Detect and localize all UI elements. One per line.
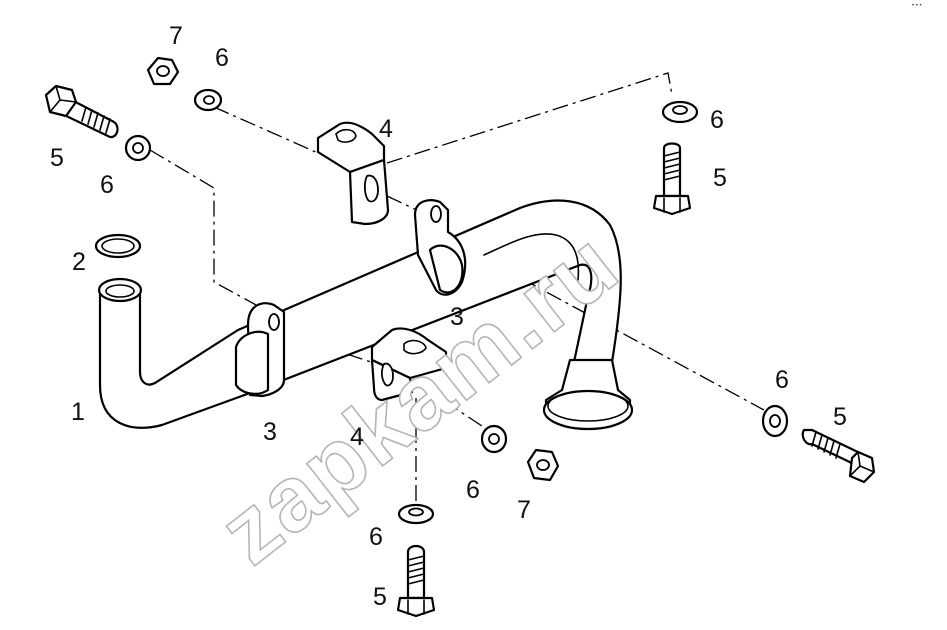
- callout-3: 3: [450, 303, 464, 331]
- nut-lower: [526, 448, 560, 482]
- washer-upper-right-hole: [672, 105, 688, 115]
- bolt-lower-right: [801, 428, 876, 484]
- bracket-lower-slot-top: [403, 339, 427, 355]
- sealing-ring: [94, 233, 142, 259]
- mounting-bracket-upper: [316, 121, 390, 226]
- bolt-lower-right-head-edge: [849, 451, 875, 477]
- washer-left: [124, 134, 152, 162]
- mounting-bracket-lower: [370, 327, 448, 402]
- washer-lower-right: [761, 404, 789, 438]
- callout-5: 5: [50, 144, 64, 172]
- corner-mark: • • •: [912, 3, 922, 9]
- callout-6: 6: [710, 106, 724, 134]
- callout-5: 5: [833, 403, 847, 431]
- callout-7: 7: [169, 22, 183, 50]
- nut-top: [146, 56, 180, 86]
- washer-lower-center: [480, 424, 508, 454]
- bolt-upper-right-shank: [662, 142, 682, 198]
- bracket-lower-slot-side: [380, 362, 394, 387]
- callout-1: 1: [71, 398, 85, 426]
- callout-5: 5: [373, 583, 387, 611]
- sealing-ring-inner: [101, 238, 135, 254]
- washer-top-hole: [203, 95, 215, 105]
- callout-6: 6: [466, 476, 480, 504]
- bolt-lower-right-thread: [811, 431, 841, 459]
- washer-upper-right: [661, 100, 699, 124]
- pickup-tube-body: [98, 199, 622, 429]
- bolt-upper-left-head-edge: [49, 85, 77, 113]
- washer-bottom-hole: [408, 507, 424, 517]
- centerline-lower-bracket: [419, 384, 489, 431]
- clamp-left-hole: [268, 313, 280, 331]
- callout-6: 6: [775, 366, 789, 394]
- oil-pickup-tube: [97, 199, 634, 431]
- nut-top-hole: [156, 65, 170, 77]
- bolt-upper-left: [44, 84, 119, 139]
- bolt-upper-right: [652, 142, 692, 216]
- nut-lower-hole: [536, 459, 550, 471]
- bolt-lower-center-thread: [407, 555, 425, 585]
- bolt-upper-right-head: [652, 194, 692, 216]
- bolt-lower-center-head-edge: [407, 599, 425, 615]
- callout-5: 5: [713, 164, 727, 192]
- pickup-tube-inlet-inner: [105, 284, 135, 298]
- bolt-lower-center-head: [396, 596, 436, 618]
- centerline-left-bolt: [149, 149, 259, 307]
- tube-clamp-right: [413, 199, 467, 296]
- bolt-upper-right-head-edge: [663, 197, 681, 213]
- callout-2: 2: [72, 248, 86, 276]
- bracket-upper-slot-top: [335, 128, 357, 143]
- bolt-lower-center: [396, 544, 436, 618]
- centerline-top-right: [386, 72, 673, 164]
- callout-6: 6: [215, 44, 229, 72]
- bolt-upper-left-thread: [81, 106, 111, 134]
- bolt-upper-right-thread: [663, 151, 681, 181]
- clamp-right-band: [428, 244, 464, 294]
- tube-clamp-left: [234, 302, 286, 398]
- clamp-left-band: [234, 330, 270, 395]
- callout-6: 6: [369, 523, 383, 551]
- callout-7: 7: [517, 496, 531, 524]
- bracket-upper-slot-side: [363, 174, 379, 203]
- clamp-right-hole: [430, 205, 442, 223]
- washer-bottom: [397, 503, 435, 525]
- pickup-strainer-base-rim: [547, 390, 629, 422]
- callout-4: 4: [350, 423, 364, 451]
- callout-3: 3: [263, 418, 277, 446]
- callout-4: 4: [379, 115, 393, 143]
- callout-6: 6: [100, 171, 114, 199]
- pickup-tube-bend-line: [483, 233, 580, 281]
- washer-left-hole: [132, 142, 144, 154]
- washer-lower-right-hole: [769, 414, 781, 428]
- washer-top: [193, 88, 223, 112]
- callout-labels: 7 6 5 6 2 1 4 6 5 3 3 4 6 5 6 7 6 5: [50, 22, 847, 611]
- washer-lower-center-hole: [488, 433, 500, 445]
